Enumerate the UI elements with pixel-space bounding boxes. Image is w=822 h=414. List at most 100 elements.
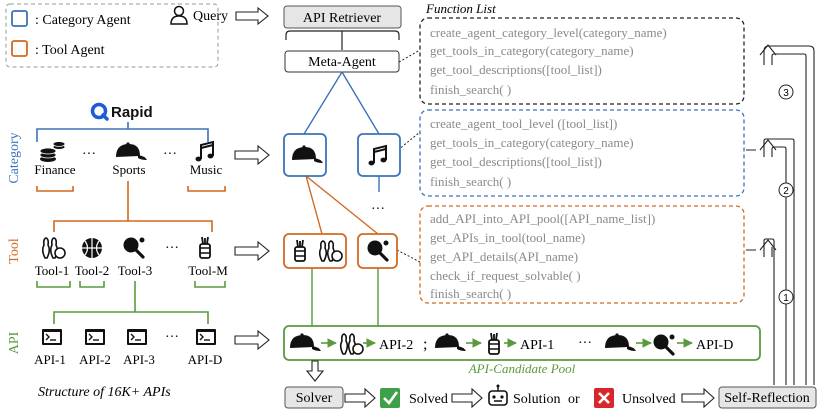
agent-ellipsis: ··· — [371, 202, 385, 217]
terminal-icon — [195, 328, 217, 346]
meta-function-3: get_tool_descriptions([tool_list]) — [430, 62, 602, 77]
legend-category-agent: : Category Agent — [35, 13, 131, 28]
meta-dotted-link — [398, 49, 421, 63]
solution-label: Solution — [513, 392, 560, 407]
category-music: Music — [190, 162, 223, 177]
category-row-arrow — [234, 144, 270, 166]
tool-agent-swatch — [11, 40, 28, 57]
category-agent-music — [357, 133, 401, 177]
api-candidate-pool — [283, 325, 761, 361]
category-dotted-link — [397, 131, 421, 151]
toolm-api-bracket — [194, 281, 226, 288]
api-2-label: API-2 — [79, 352, 111, 367]
music-note-icon — [194, 141, 215, 163]
loop-number-2-badge — [778, 182, 794, 198]
person-icon — [170, 5, 188, 25]
meta-function-1: create_agent_category_level(category_nam… — [430, 25, 667, 40]
query-label: Query — [193, 9, 228, 24]
tool-1-label: Tool-1 — [35, 263, 69, 278]
feedback-loop-1 — [746, 238, 777, 385]
legend-tool-agent: : Tool Agent — [35, 43, 105, 58]
solver-box — [284, 386, 344, 409]
meta-agent-label: Meta-Agent — [308, 55, 376, 70]
row-label-tool: Tool — [7, 238, 22, 264]
api-1-label: API-1 — [34, 352, 66, 367]
tool-function-3: get_API_details(API_name) — [430, 249, 578, 264]
unsolved-arrow — [681, 387, 715, 409]
tool-function-5: finish_search( ) — [430, 286, 511, 301]
legend: : Category Agent : Tool Agent — [5, 3, 219, 68]
api-retriever-box — [283, 5, 402, 29]
loop-number-1: 1 — [783, 293, 789, 304]
cap-icon — [116, 142, 147, 160]
structure-caption: Structure of 16K+ APIs — [38, 385, 171, 400]
category-ellipsis-2: ··· — [163, 147, 177, 162]
category-function-4: finish_search( ) — [430, 174, 511, 189]
category-bracket — [36, 122, 209, 142]
legend-frame — [5, 3, 219, 68]
row-label-category: Category — [7, 132, 22, 183]
meta-to-category-lines — [303, 71, 380, 135]
category-to-tool-lines — [305, 175, 379, 235]
golf-bag-icon — [199, 236, 211, 259]
tool-m-label: Tool-M — [188, 263, 228, 278]
self-reflection-label: Self-Reflection — [724, 391, 810, 406]
tool-function-2: get_APIs_in_tool(tool_name) — [430, 230, 585, 245]
tool2-api-bracket — [79, 281, 105, 288]
ping-pong-icon — [121, 235, 147, 259]
meta-function-4: finish_search( ) — [430, 82, 511, 97]
tool-row-arrow — [234, 240, 270, 262]
solver-arrow — [344, 387, 376, 409]
category-function-3: get_tool_descriptions([tool_list]) — [430, 154, 602, 169]
self-reflection-box — [718, 386, 817, 409]
pool-to-solver-arrow — [305, 360, 325, 382]
loop-number-3: 3 — [783, 88, 789, 99]
feedback-loop-3 — [759, 44, 815, 385]
terminal-icon — [84, 328, 106, 346]
rapid-logo-text: Rapid — [111, 104, 153, 121]
check-icon — [380, 388, 400, 408]
tool-to-pool-lines — [311, 268, 379, 326]
rapid-logo: Rapid — [90, 102, 153, 121]
api-row-arrow — [234, 329, 270, 351]
category-sports: Sports — [112, 162, 145, 177]
pool-ellipsis: ··· — [578, 336, 592, 351]
tool-bracket — [53, 181, 213, 232]
solved-label: Solved — [409, 392, 448, 407]
category-function-box — [419, 109, 745, 197]
meta-function-box — [419, 17, 745, 105]
api-3-label: API-3 — [123, 352, 155, 367]
or-label: or — [568, 392, 580, 407]
tool1-api-bracket — [36, 281, 71, 288]
bowling-icon — [41, 237, 66, 259]
query-arrow — [235, 6, 269, 26]
loop-number-3-badge — [778, 84, 794, 100]
loop-number-1-badge — [778, 289, 794, 305]
coins-icon — [39, 141, 66, 163]
unsolved-label: Unsolved — [622, 392, 676, 407]
pool-api-2: API-2 — [379, 338, 413, 353]
tool-dotted-link — [396, 249, 421, 263]
api-retriever-label: API Retriever — [303, 11, 381, 26]
pool-api-1: API-1 — [520, 338, 554, 353]
tool-ellipsis: ··· — [165, 241, 179, 256]
tool-function-1: add_API_into_API_pool([API_name_list]) — [430, 211, 655, 226]
api-ellipsis: ··· — [165, 330, 179, 345]
tool-function-4: check_if_request_solvable( ) — [430, 268, 581, 283]
loop-number-2: 2 — [783, 186, 789, 197]
terminal-icon — [41, 328, 63, 346]
category-finance: Finance — [34, 162, 75, 177]
meta-function-2: get_tools_in_category(category_name) — [430, 43, 634, 58]
terminal-icon — [126, 328, 148, 346]
pool-semicolon: ; — [423, 336, 427, 353]
category-ellipsis-1: ··· — [82, 147, 96, 162]
api-bracket — [53, 281, 209, 324]
tool-3-label: Tool-3 — [118, 263, 152, 278]
robot-icon — [488, 384, 508, 406]
tool-function-box — [419, 205, 745, 304]
pool-api-d: API-D — [696, 338, 733, 353]
finance-tool-bracket — [36, 186, 74, 192]
solved-arrow — [451, 387, 483, 409]
api-candidate-pool-label: API-Candidate Pool — [468, 361, 576, 376]
